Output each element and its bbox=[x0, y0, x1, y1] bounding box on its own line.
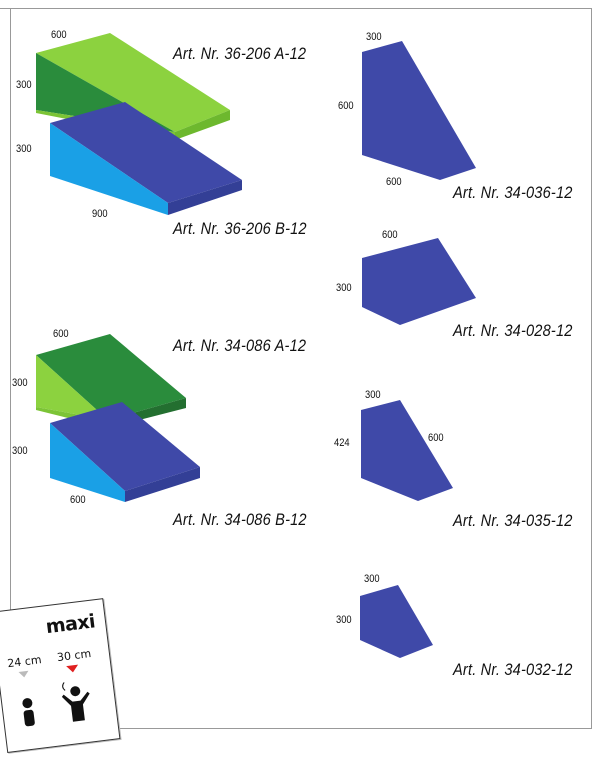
product-illustrations bbox=[36, 33, 476, 658]
dim-width: 300 bbox=[366, 31, 382, 43]
dim-height: 300 bbox=[12, 445, 28, 457]
article-number: Art. Nr. 36-206 A-12 bbox=[173, 44, 307, 63]
dim-width: 600 bbox=[53, 328, 69, 340]
dim-height: 300 bbox=[336, 614, 352, 626]
article-number: Art. Nr. 34-036-12 bbox=[453, 183, 573, 202]
wedge-34-032 bbox=[360, 585, 433, 658]
triangle-large-icon bbox=[66, 664, 79, 673]
person-jumping-icon bbox=[61, 682, 90, 722]
maxi-badge: maxi 24 cm 30 cm bbox=[0, 598, 121, 753]
wedge-34-036 bbox=[362, 41, 476, 180]
article-number: Art. Nr. 34-086 B-12 bbox=[173, 510, 307, 529]
dim-length: 600 bbox=[70, 494, 86, 506]
dim-width: 300 bbox=[364, 573, 380, 585]
wedge-34-086-b bbox=[50, 402, 200, 502]
dim-length: 600 bbox=[428, 432, 444, 444]
catalog-page: 600 300 300 900 600 300 300 600 300 600 … bbox=[0, 8, 592, 753]
person-standing-icon bbox=[22, 698, 35, 727]
dim-height: 300 bbox=[16, 143, 32, 155]
frame-border-left bbox=[10, 8, 11, 613]
dim-width: 600 bbox=[382, 229, 398, 241]
frame-border-right bbox=[591, 8, 592, 728]
badge-pictograms bbox=[18, 664, 90, 727]
frame-border-bottom bbox=[100, 728, 592, 729]
wedge-36-206-b bbox=[50, 102, 242, 215]
wedge-34-028 bbox=[362, 238, 476, 325]
dim-length: 900 bbox=[92, 208, 108, 220]
dim-width: 600 bbox=[51, 29, 67, 41]
article-number: Art. Nr. 36-206 B-12 bbox=[173, 219, 307, 238]
article-number: Art. Nr. 34-086 A-12 bbox=[173, 336, 307, 355]
wedge-34-035 bbox=[361, 400, 453, 501]
frame-border-top bbox=[0, 8, 592, 9]
triangle-small-icon bbox=[18, 670, 29, 678]
article-number: Art. Nr. 34-035-12 bbox=[453, 511, 573, 530]
dim-height: 424 bbox=[334, 437, 350, 449]
badge-title: maxi bbox=[44, 610, 97, 639]
dim-height: 300 bbox=[336, 282, 352, 294]
article-number: Art. Nr. 34-028-12 bbox=[453, 321, 573, 340]
dim-length: 600 bbox=[386, 176, 402, 188]
dim-height: 600 bbox=[338, 100, 354, 112]
article-number: Art. Nr. 34-032-12 bbox=[453, 660, 573, 679]
dim-height: 300 bbox=[12, 377, 28, 389]
dim-height: 300 bbox=[16, 79, 32, 91]
dim-width: 300 bbox=[365, 389, 381, 401]
